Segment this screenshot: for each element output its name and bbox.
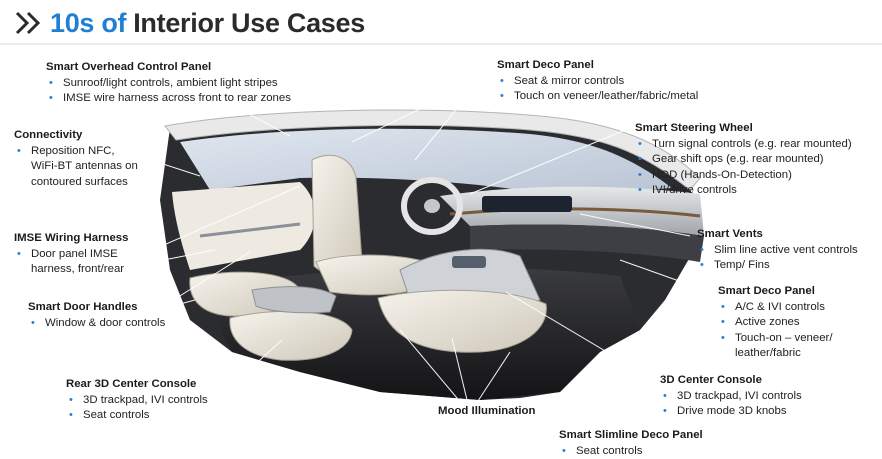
callout-bullet: Seat & mirror controls — [497, 74, 698, 90]
callout-bullet: Reposition NFC,WiFi-BT antennas oncontou… — [14, 144, 138, 191]
double-chevron-icon — [15, 11, 41, 35]
callout-bullet: Drive mode 3D knobs — [660, 404, 802, 420]
callout-bullet: Turn signal controls (e.g. rear mounted) — [635, 137, 852, 153]
callout-bullet-list: Sunroof/light controls, ambient light st… — [46, 76, 291, 107]
callout-rear-console: Rear 3D Center Console 3D trackpad, IVI c… — [66, 377, 208, 424]
callout-bullet-list: A/C & IVI controlsActive zonesTouch-on –… — [718, 300, 833, 362]
callout-bullet: Window & door controls — [28, 316, 165, 332]
callout-center-console: 3D Center Console 3D trackpad, IVI contro… — [660, 373, 802, 420]
left-door-panel — [172, 182, 315, 270]
callout-heading: Smart Door Handles — [28, 301, 138, 313]
callout-bullet-list: Slim line active vent controlsTemp/ Fins — [697, 243, 858, 274]
callout-bullet-list: 3D trackpad, IVI controlsSeat controls — [66, 393, 208, 424]
callout-heading: Rear 3D Center Console — [66, 378, 197, 390]
leader-lines — [119, 67, 711, 405]
windshield-glass — [180, 128, 672, 196]
callout-imse-wiring: IMSE Wiring HarnessDoor panel IMSEharnes… — [14, 231, 128, 278]
callout-bullet: Touch-on – veneer/leather/fabric — [718, 331, 833, 362]
callout-bullet-list: Reposition NFC,WiFi-BT antennas oncontou… — [14, 144, 138, 191]
callout-overhead-panel: Smart Overhead Control PanelSunroof/ligh… — [46, 60, 291, 107]
callout-heading: Mood Illumination — [438, 405, 536, 417]
callout-bullet: IVI/drive controls — [635, 183, 852, 199]
callout-heading: Smart Overhead Control Panel — [46, 61, 212, 73]
callout-slimline-deco: Smart Slimline Deco PanelSeat controls — [559, 428, 703, 459]
callout-bullet: Temp/ Fins — [697, 258, 858, 274]
callout-steering-wheel: Smart Steering WheelTurn signal controls… — [635, 121, 852, 199]
callout-bullet-list: Turn signal controls (e.g. rear mounted)… — [635, 137, 852, 199]
title-divider — [0, 43, 882, 45]
callout-bullet: A/C & IVI controls — [718, 300, 833, 316]
callout-bullet-list: Seat & mirror controlsTouch on veneer/le… — [497, 74, 698, 105]
callout-door-handles: Smart Door HandlesWindow & door controls — [28, 300, 165, 331]
callout-heading: 3D Center Console — [660, 374, 762, 386]
callout-bullet: Sunroof/light controls, ambient light st… — [46, 76, 291, 92]
callout-deco-panel-right: Smart Deco PanelA/C & IVI controlsActive… — [718, 284, 833, 362]
steering-wheel — [401, 177, 463, 235]
callout-heading: Smart Deco Panel — [718, 285, 815, 297]
page-title: 10s of Interior Use Cases — [14, 6, 365, 40]
callout-bullet: Touch on veneer/leather/fabric/metal — [497, 89, 698, 105]
callout-bullet: Seat controls — [559, 444, 703, 459]
callout-heading: Smart Vents — [697, 228, 763, 240]
callout-bullet-list: Seat controls — [559, 444, 703, 459]
callout-bullet: Seat controls — [66, 408, 208, 424]
callout-mood-illumination: Mood Illumination — [438, 404, 535, 420]
door-handle-strip — [199, 222, 301, 238]
title-accent: 10s of — [50, 7, 127, 38]
callout-heading: IMSE Wiring Harness — [14, 232, 129, 244]
callout-bullet: Active zones — [718, 315, 833, 331]
title-main: Interior Use Cases — [133, 7, 365, 38]
console-trackpad — [452, 256, 486, 268]
callout-bullet-list: 3D trackpad, IVI controlsDrive mode 3D k… — [660, 389, 802, 420]
instrument-display — [482, 196, 572, 212]
callout-bullet: 3D trackpad, IVI controls — [660, 389, 802, 405]
callout-bullet: IMSE wire harness across front to rear z… — [46, 91, 291, 107]
callout-bullet: Gear shift ops (e.g. rear mounted) — [635, 152, 852, 168]
callout-deco-panel-top: Smart Deco PanelSeat & mirror controlsTo… — [497, 58, 698, 105]
callout-heading: Smart Deco Panel — [497, 59, 594, 71]
dashboard-lower — [470, 224, 704, 262]
callout-bullet-list: Window & door controls — [28, 316, 165, 332]
callout-heading: Smart Steering Wheel — [635, 122, 753, 134]
rear-console — [251, 286, 337, 314]
callout-bullet: 3D trackpad, IVI controls — [66, 393, 208, 409]
callout-smart-vents: Smart VentsSlim line active vent control… — [697, 227, 858, 274]
callout-bullet: HOD (Hands-On-Detection) — [635, 168, 852, 184]
callout-bullet: Slim line active vent controls — [697, 243, 858, 259]
callout-heading: Connectivity — [14, 129, 83, 141]
passenger-seat — [377, 289, 547, 353]
callout-heading: Smart Slimline Deco Panel — [559, 429, 703, 441]
callout-connectivity: ConnectivityReposition NFC,WiFi-BT anten… — [14, 128, 138, 190]
